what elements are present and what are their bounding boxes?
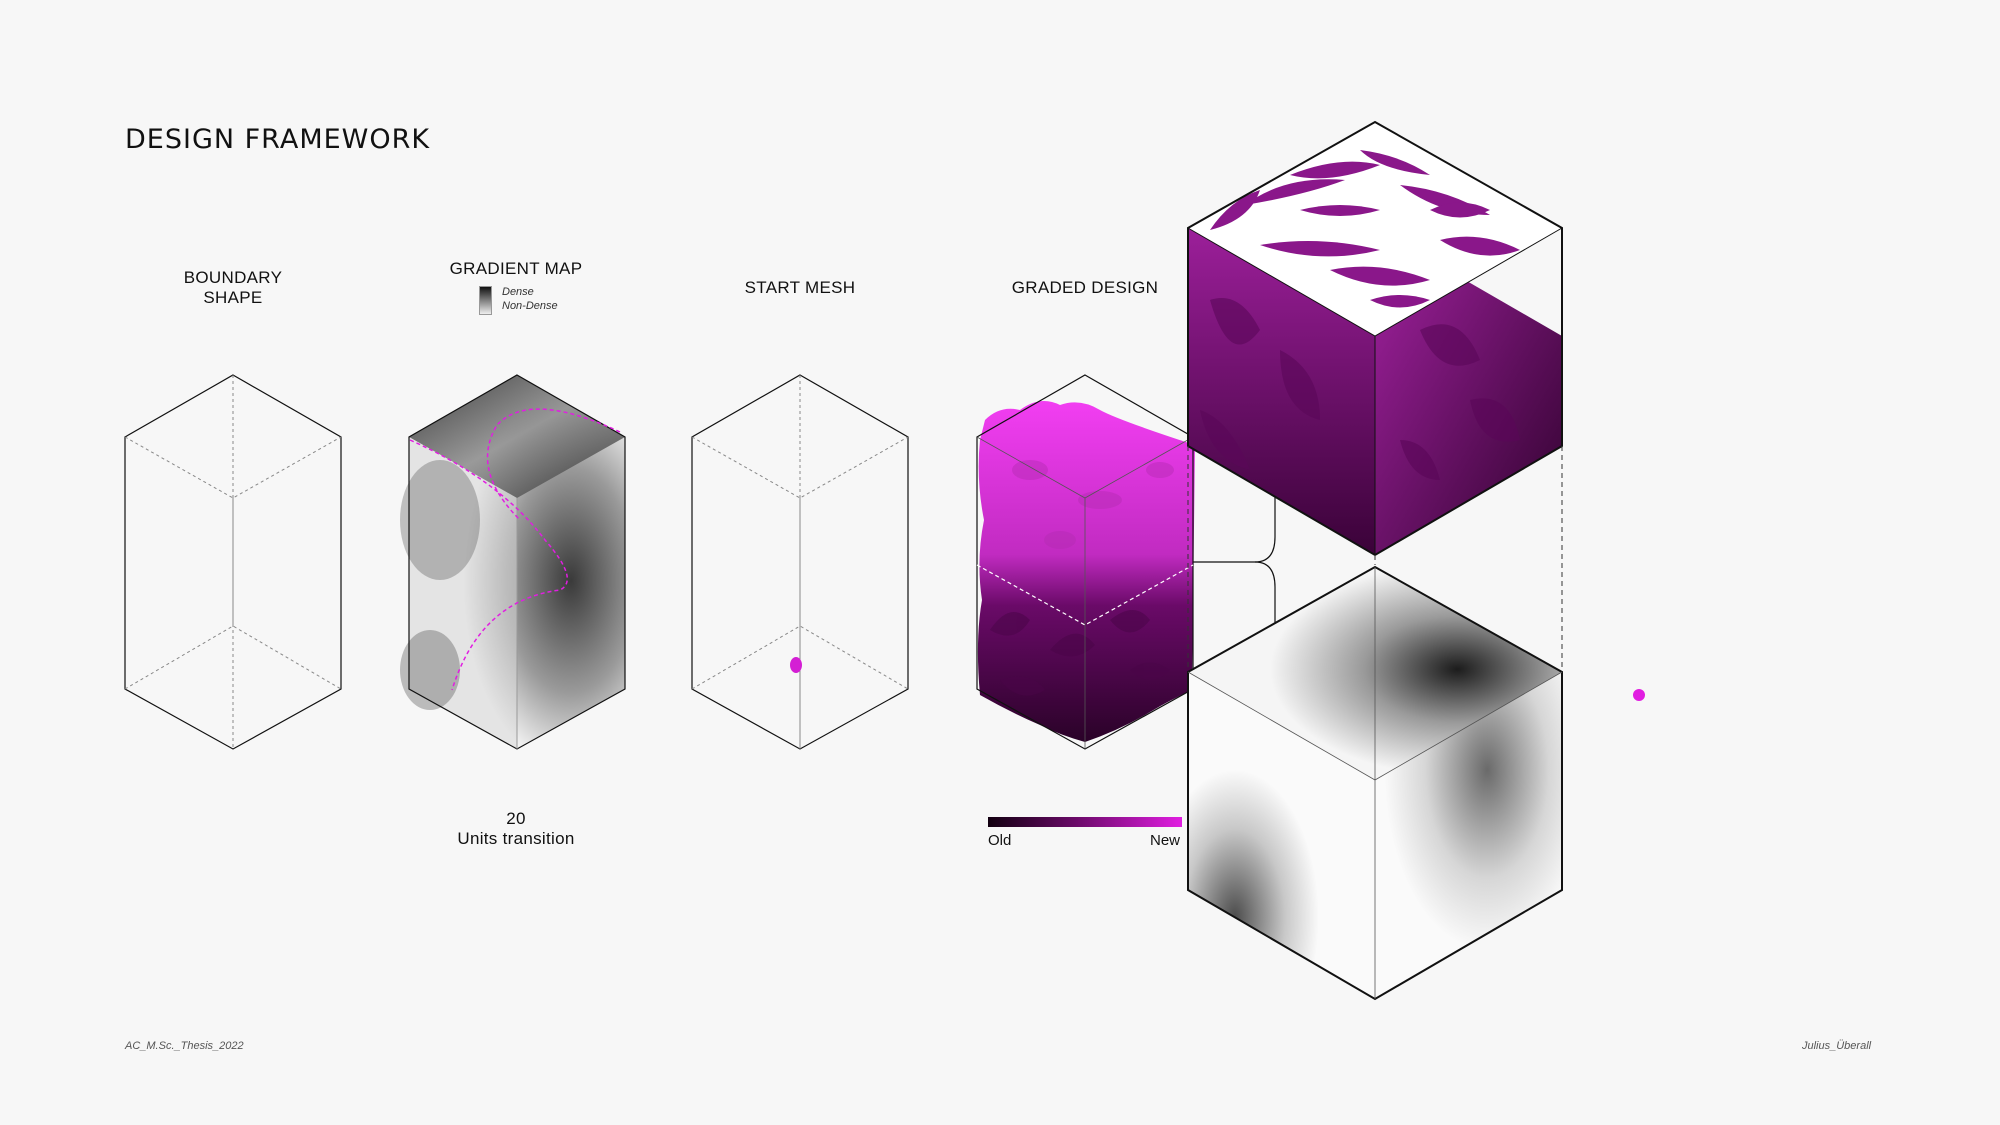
gradient-map-cube (1187, 565, 1645, 1001)
transition-value: 20 (506, 809, 526, 828)
graded-design-prism (976, 374, 1195, 750)
gradient-map-prism (400, 374, 626, 750)
transition-label: Units transition (457, 829, 575, 848)
cube-connector-dashes (1187, 446, 1563, 672)
footer-author: Julius_Überall (1802, 1040, 1872, 1052)
start-mesh-seed (790, 657, 802, 673)
step-label-graded-design: GRADED DESIGN (1011, 278, 1159, 297)
start-mesh-prism (691, 374, 909, 750)
age-legend-old: Old (988, 832, 1012, 849)
age-legend-bar (988, 817, 1182, 827)
graded-design-cube (1187, 120, 1563, 557)
age-legend-new: New (1150, 832, 1181, 849)
density-legend-non-dense: Non-Dense (502, 300, 558, 312)
boundary-shape-prism (124, 374, 342, 750)
density-legend-dense: Dense (502, 286, 534, 298)
step-label-boundary-shape: BOUNDARY SHAPE (183, 268, 283, 307)
density-legend-swatch (479, 286, 492, 315)
step-label-gradient-map: GRADIENT MAP (449, 259, 583, 278)
footer-thesis: AC_M.Sc._Thesis_2022 (125, 1040, 244, 1052)
seed-point (1633, 689, 1645, 701)
page-title: DESIGN FRAMEWORK (125, 124, 431, 155)
step-label-start-mesh: START MESH (744, 278, 856, 297)
